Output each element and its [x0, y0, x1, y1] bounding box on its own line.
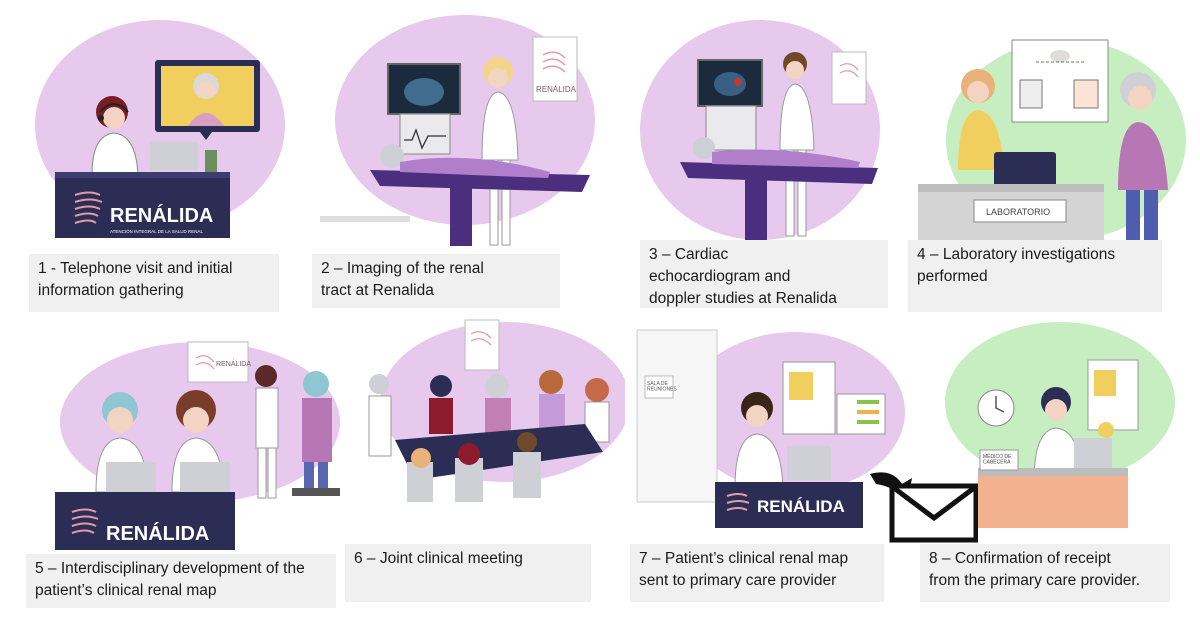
- step-5-caption: 5 – Interdisciplinary development of the…: [26, 554, 336, 608]
- brand-logo: RENÁLIDA: [726, 493, 845, 516]
- brand-tagline: ATENCIÓN INTEGRAL DE LA SALUD RENAL: [110, 228, 204, 234]
- step-2-panel: RENÁLIDA 2 – Imaging of the renal tract …: [300, 0, 610, 312]
- brand-poster: [464, 319, 500, 371]
- brand-poster: RENÁLIDA: [187, 341, 251, 383]
- phone-headset-icon: [96, 96, 129, 129]
- step-1-caption: 1 - Telephone visit and initial informat…: [29, 254, 279, 312]
- brand-name: RENÁLIDA: [106, 522, 209, 545]
- brand-poster: RENÁLIDA: [532, 36, 578, 102]
- step-3-panel: 3 – Cardiac echocardiogram and doppler s…: [610, 0, 906, 312]
- brand-logo: RENÁLIDA: [71, 508, 209, 545]
- step-5-illustration: RENÁLIDA RENÁLIDA: [55, 341, 340, 550]
- lab-icon: [1011, 39, 1109, 123]
- step-8-caption: 8 – Confirmation of receipt from the pri…: [920, 544, 1170, 602]
- envelope-icon: [866, 464, 979, 544]
- step-7-caption: 7 – Patient’s clinical renal map sent to…: [630, 544, 884, 602]
- step-6-panel: 6 – Joint clinical meeting: [345, 312, 625, 624]
- step-6-caption: 6 – Joint clinical meeting: [345, 544, 591, 602]
- lab-sign: LABORATORIO: [986, 207, 1050, 217]
- step-3-caption: 3 – Cardiac echocardiogram and doppler s…: [640, 240, 888, 308]
- ultrasound-monitor-icon: [387, 63, 461, 155]
- step-2-caption: 2 – Imaging of the renal tract at Renali…: [312, 254, 560, 308]
- step-6-illustration: [368, 319, 625, 502]
- brand-logo: RENÁLIDA ATENCIÓN INTEGRAL DE LA SALUD R…: [74, 191, 213, 234]
- brand-poster: [831, 51, 867, 105]
- ultrasound-monitor-icon: [697, 59, 763, 151]
- step-5-panel: RENÁLIDA RENÁLIDA 5 – Interdisciplinary …: [0, 312, 345, 624]
- brand-name: RENÁLIDA: [757, 497, 845, 516]
- step-1-illustration: RENÁLIDA ATENCIÓN INTEGRAL DE LA SALUD R…: [35, 20, 285, 238]
- step-4-panel: LABORATORIO 4 – Laboratory investigation…: [906, 0, 1200, 312]
- step-1-panel: RENÁLIDA ATENCIÓN INTEGRAL DE LA SALUD R…: [0, 0, 300, 312]
- video-call-icon: [155, 60, 260, 140]
- clinical-map-card: [782, 361, 886, 435]
- svg-text:RENÁLIDA: RENÁLIDA: [216, 359, 251, 368]
- step-4-illustration: LABORATORIO: [918, 39, 1186, 240]
- svg-text:RENÁLIDA: RENÁLIDA: [536, 85, 577, 94]
- brand-name: RENÁLIDA: [110, 204, 213, 227]
- step-3-illustration: [640, 20, 880, 240]
- step-2-illustration: RENÁLIDA: [320, 15, 595, 246]
- step-4-caption: 4 – Laboratory investigations performed: [908, 240, 1162, 312]
